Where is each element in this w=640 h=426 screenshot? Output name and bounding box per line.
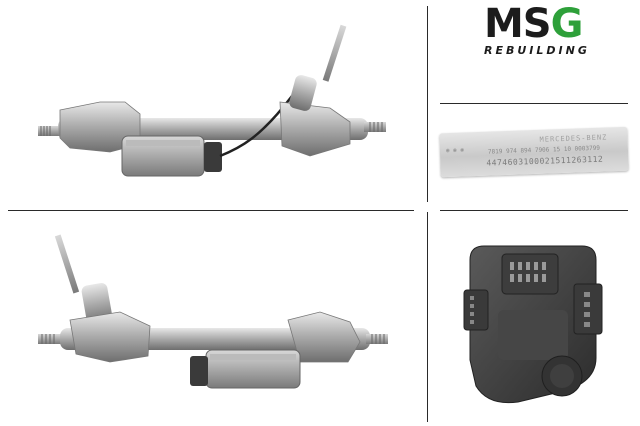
steering-rack-view-bottom	[38, 234, 388, 389]
plate-line-2: 7819 974 894 7906 15 10 0003799	[487, 144, 601, 156]
part-label-plate: ◉ ◉ ◉ MERCEDES-BENZ 7819 974 894 7906 15…	[439, 126, 629, 178]
plate-line-1: MERCEDES-BENZ	[539, 133, 608, 144]
horizontal-divider-left	[8, 210, 414, 211]
steering-rack-view-top	[38, 24, 386, 177]
vertical-divider-upper	[427, 6, 428, 202]
logo-subtitle: REBUILDING	[484, 44, 590, 57]
plate-line-3: 4474603100021511263112	[486, 154, 604, 168]
horizontal-divider-top-right	[440, 103, 628, 104]
msg-logo: MSG	[484, 1, 584, 47]
vertical-divider-lower	[427, 212, 428, 422]
ecu-connector-closeup	[463, 245, 603, 404]
plate-logo-mark: ◉ ◉ ◉	[445, 146, 465, 155]
logo-primary-text: MS	[484, 1, 552, 47]
logo-accent-text: G	[550, 1, 584, 47]
horizontal-divider-right	[440, 210, 628, 211]
